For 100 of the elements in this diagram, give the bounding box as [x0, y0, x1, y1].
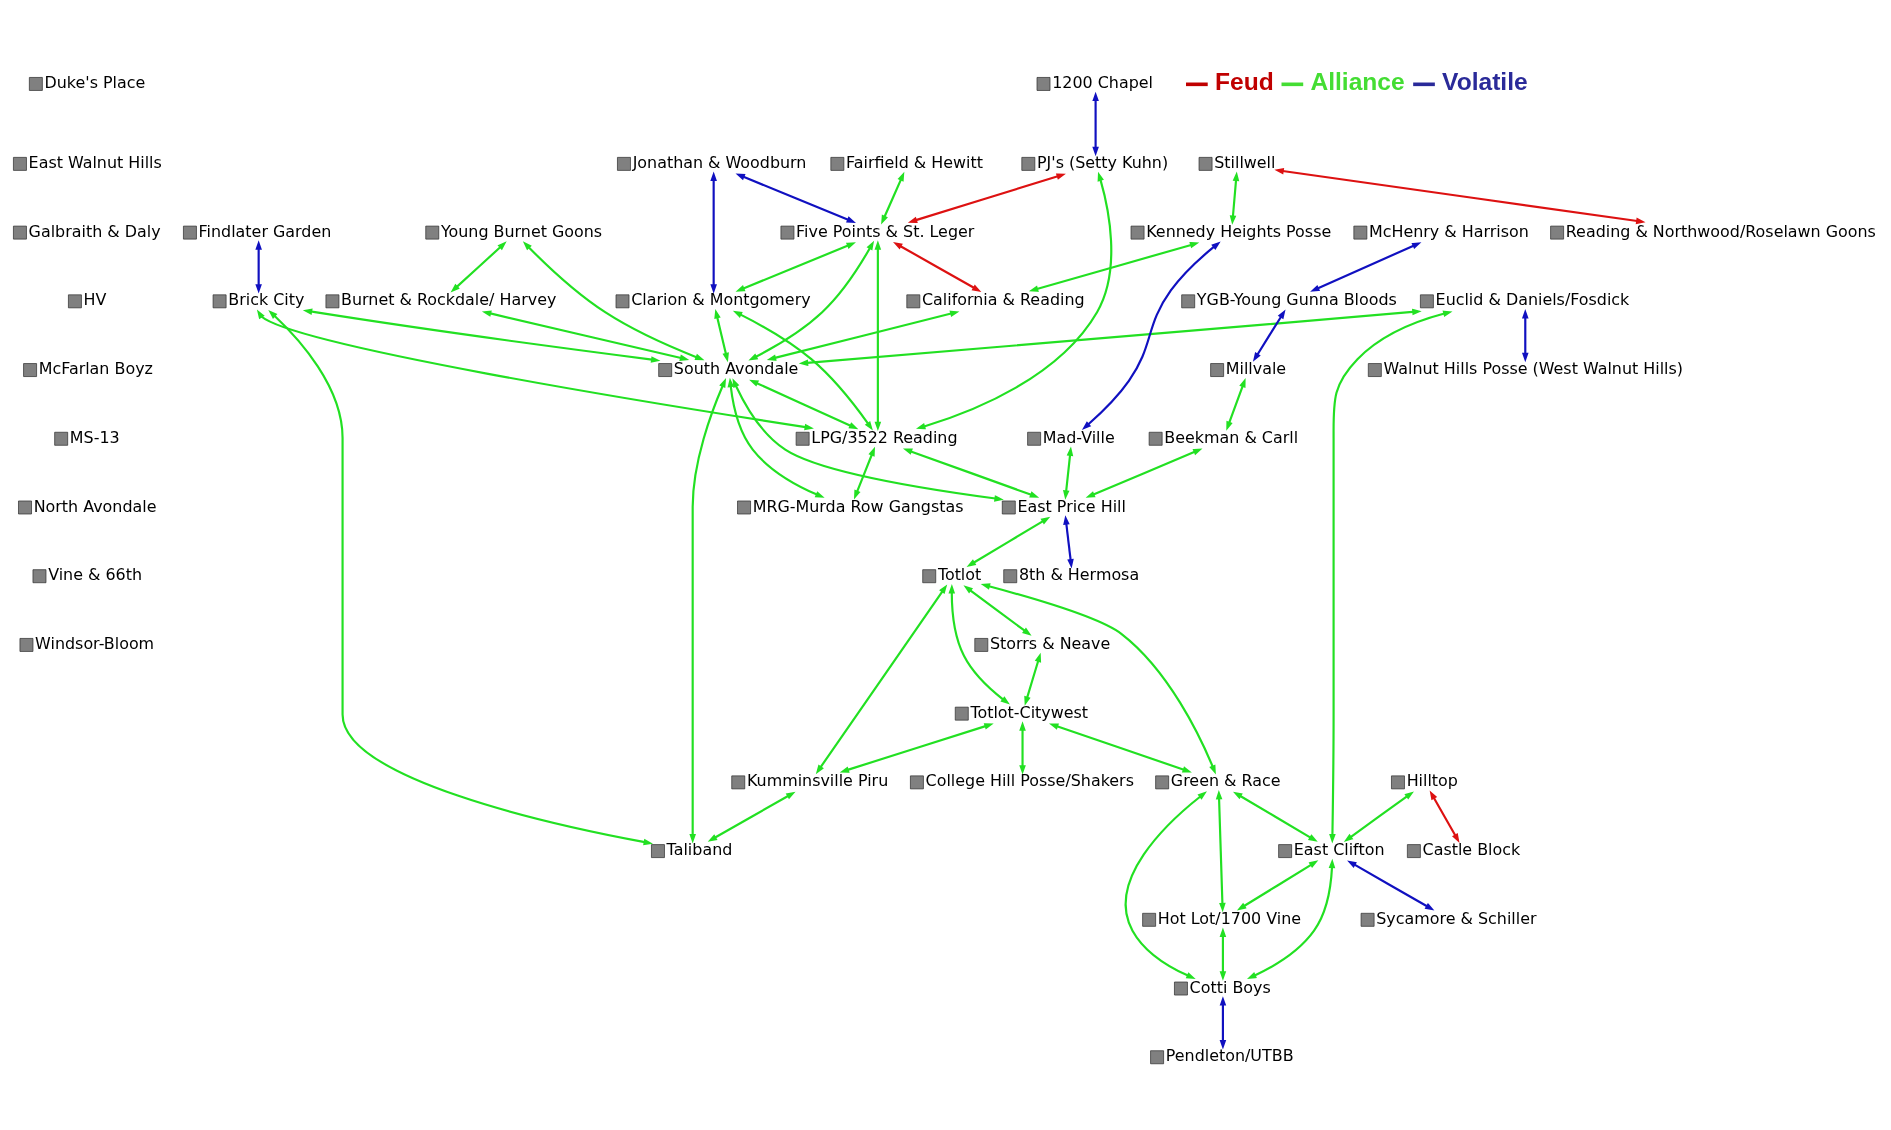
arrow: [727, 377, 825, 498]
arrow: [522, 241, 705, 361]
arrow: [1429, 790, 1460, 843]
arrow: [1019, 721, 1026, 775]
node-label: LPG/3522 Reading: [811, 427, 958, 447]
node-label: Euclid & Daniels/Fosdick: [1435, 290, 1630, 310]
arrow: [1236, 860, 1319, 911]
arrow: [735, 173, 856, 223]
node-label: Clarion & Montgomery: [631, 290, 811, 310]
node-label: Duke's Place: [44, 73, 146, 93]
arrow: [1219, 927, 1227, 981]
node-label: Findlater Garden: [198, 221, 332, 241]
node-label: Hilltop: [1406, 771, 1458, 791]
node-label: Green & Race: [1170, 771, 1281, 791]
node-label: Millvale: [1225, 359, 1287, 379]
node-label: Young Burnet Goons: [440, 221, 603, 241]
arrow: [966, 516, 1051, 567]
arrow: [1310, 242, 1422, 292]
arrow: [710, 171, 717, 294]
arrow: [732, 310, 873, 431]
node-label: Five Points & St. Leger: [796, 221, 975, 241]
arrow: [732, 378, 1004, 502]
node-label: HV: [83, 290, 107, 310]
arrow: [902, 448, 1040, 498]
arrow: [1215, 790, 1226, 913]
arrow: [1233, 791, 1318, 842]
arrow: [1124, 791, 1207, 979]
node-label: Kennedy Heights Posse: [1146, 221, 1332, 241]
node-label: MRG-Murda Row Gangstas: [752, 496, 964, 516]
node-label: Windsor-Bloom: [35, 633, 155, 653]
arrow: [1522, 309, 1529, 363]
arrow: [798, 308, 1422, 367]
node-label: PJ's (Setty Kuhn): [1037, 152, 1169, 172]
arrow: [749, 379, 859, 430]
arrow: [1226, 377, 1246, 431]
arrow: [874, 240, 882, 432]
node-label: Walnut Hills Posse (West Walnut Hills): [1383, 359, 1683, 379]
arrow: [256, 309, 814, 431]
arrow: [815, 584, 948, 775]
legend-label: Feud: [1214, 67, 1274, 95]
arrow: [1049, 723, 1192, 773]
node-label: Mad-Ville: [1042, 427, 1115, 447]
node-label: East Clifton: [1293, 840, 1385, 860]
node-label: Brick City: [228, 290, 305, 310]
node-label: McFarlan Boyz: [38, 359, 153, 379]
node-label: Storrs & Neave: [989, 633, 1111, 653]
arrow: [450, 241, 507, 293]
node-label: McHenry & Harrison: [1369, 221, 1529, 241]
arrow: [1219, 996, 1227, 1050]
arrow: [1252, 309, 1286, 362]
arrow: [881, 171, 905, 225]
node-label: 8th & Hermosa: [1018, 565, 1140, 585]
arrow: [963, 585, 1032, 636]
node-label: Vine & 66th: [48, 565, 143, 585]
arrow: [707, 791, 796, 842]
arrow: [1092, 91, 1099, 157]
arrow: [980, 583, 1216, 775]
arrow: [481, 310, 690, 361]
legend-label: Alliance: [1310, 67, 1405, 95]
node-label: Kumminsville Piru: [746, 771, 889, 791]
node-label: Stillwell: [1214, 152, 1276, 172]
arrow: [1081, 241, 1221, 430]
arrow: [907, 173, 1066, 223]
arrow: [1247, 858, 1336, 979]
node-label: East Price Hill: [1017, 496, 1126, 516]
arrow: [1028, 242, 1200, 292]
node-label: California & Reading: [921, 290, 1085, 310]
legend-label: Volatile: [1442, 67, 1528, 95]
arrow: [916, 171, 1113, 430]
node-label: 1200 Chapel: [1052, 73, 1153, 93]
node-label: Burnet & Rockdale/ Harvey: [341, 290, 557, 310]
node-label: Beekman & Carll: [1164, 427, 1299, 447]
node-label: Fairfield & Hewitt: [846, 152, 983, 172]
arrow: [1024, 652, 1042, 706]
arrow: [302, 308, 661, 363]
arrow: [735, 242, 856, 292]
node-label: Cotti Boys: [1189, 977, 1271, 997]
node-label: YGB-Young Gunna Bloods: [1196, 290, 1397, 310]
node-label: Taliband: [666, 840, 733, 860]
arrow: [255, 240, 262, 294]
arrow: [1063, 515, 1074, 569]
arrow: [839, 723, 994, 773]
node-label: MS-13: [69, 427, 120, 447]
node-label: College Hill Posse/Shakers: [925, 771, 1134, 791]
arrow: [689, 378, 727, 844]
node-label: Reading & Northwood/Roselawn Goons: [1565, 221, 1876, 241]
node-label: Totlot-Citywest: [970, 702, 1089, 722]
arrow: [893, 241, 982, 293]
arrow: [948, 584, 1010, 705]
arrow: [854, 446, 875, 500]
arrow: [748, 240, 875, 361]
arrow: [766, 310, 960, 361]
node-label: Sycamore & Schiller: [1376, 908, 1537, 928]
node-label: Hot Lot/1700 Vine: [1157, 908, 1302, 928]
arrow: [1347, 860, 1435, 911]
node-label: East Walnut Hills: [28, 152, 162, 172]
node-label: Castle Block: [1422, 840, 1521, 860]
arrow: [1063, 446, 1074, 500]
node-label: Totlot: [937, 565, 982, 585]
arrow: [1085, 448, 1203, 498]
